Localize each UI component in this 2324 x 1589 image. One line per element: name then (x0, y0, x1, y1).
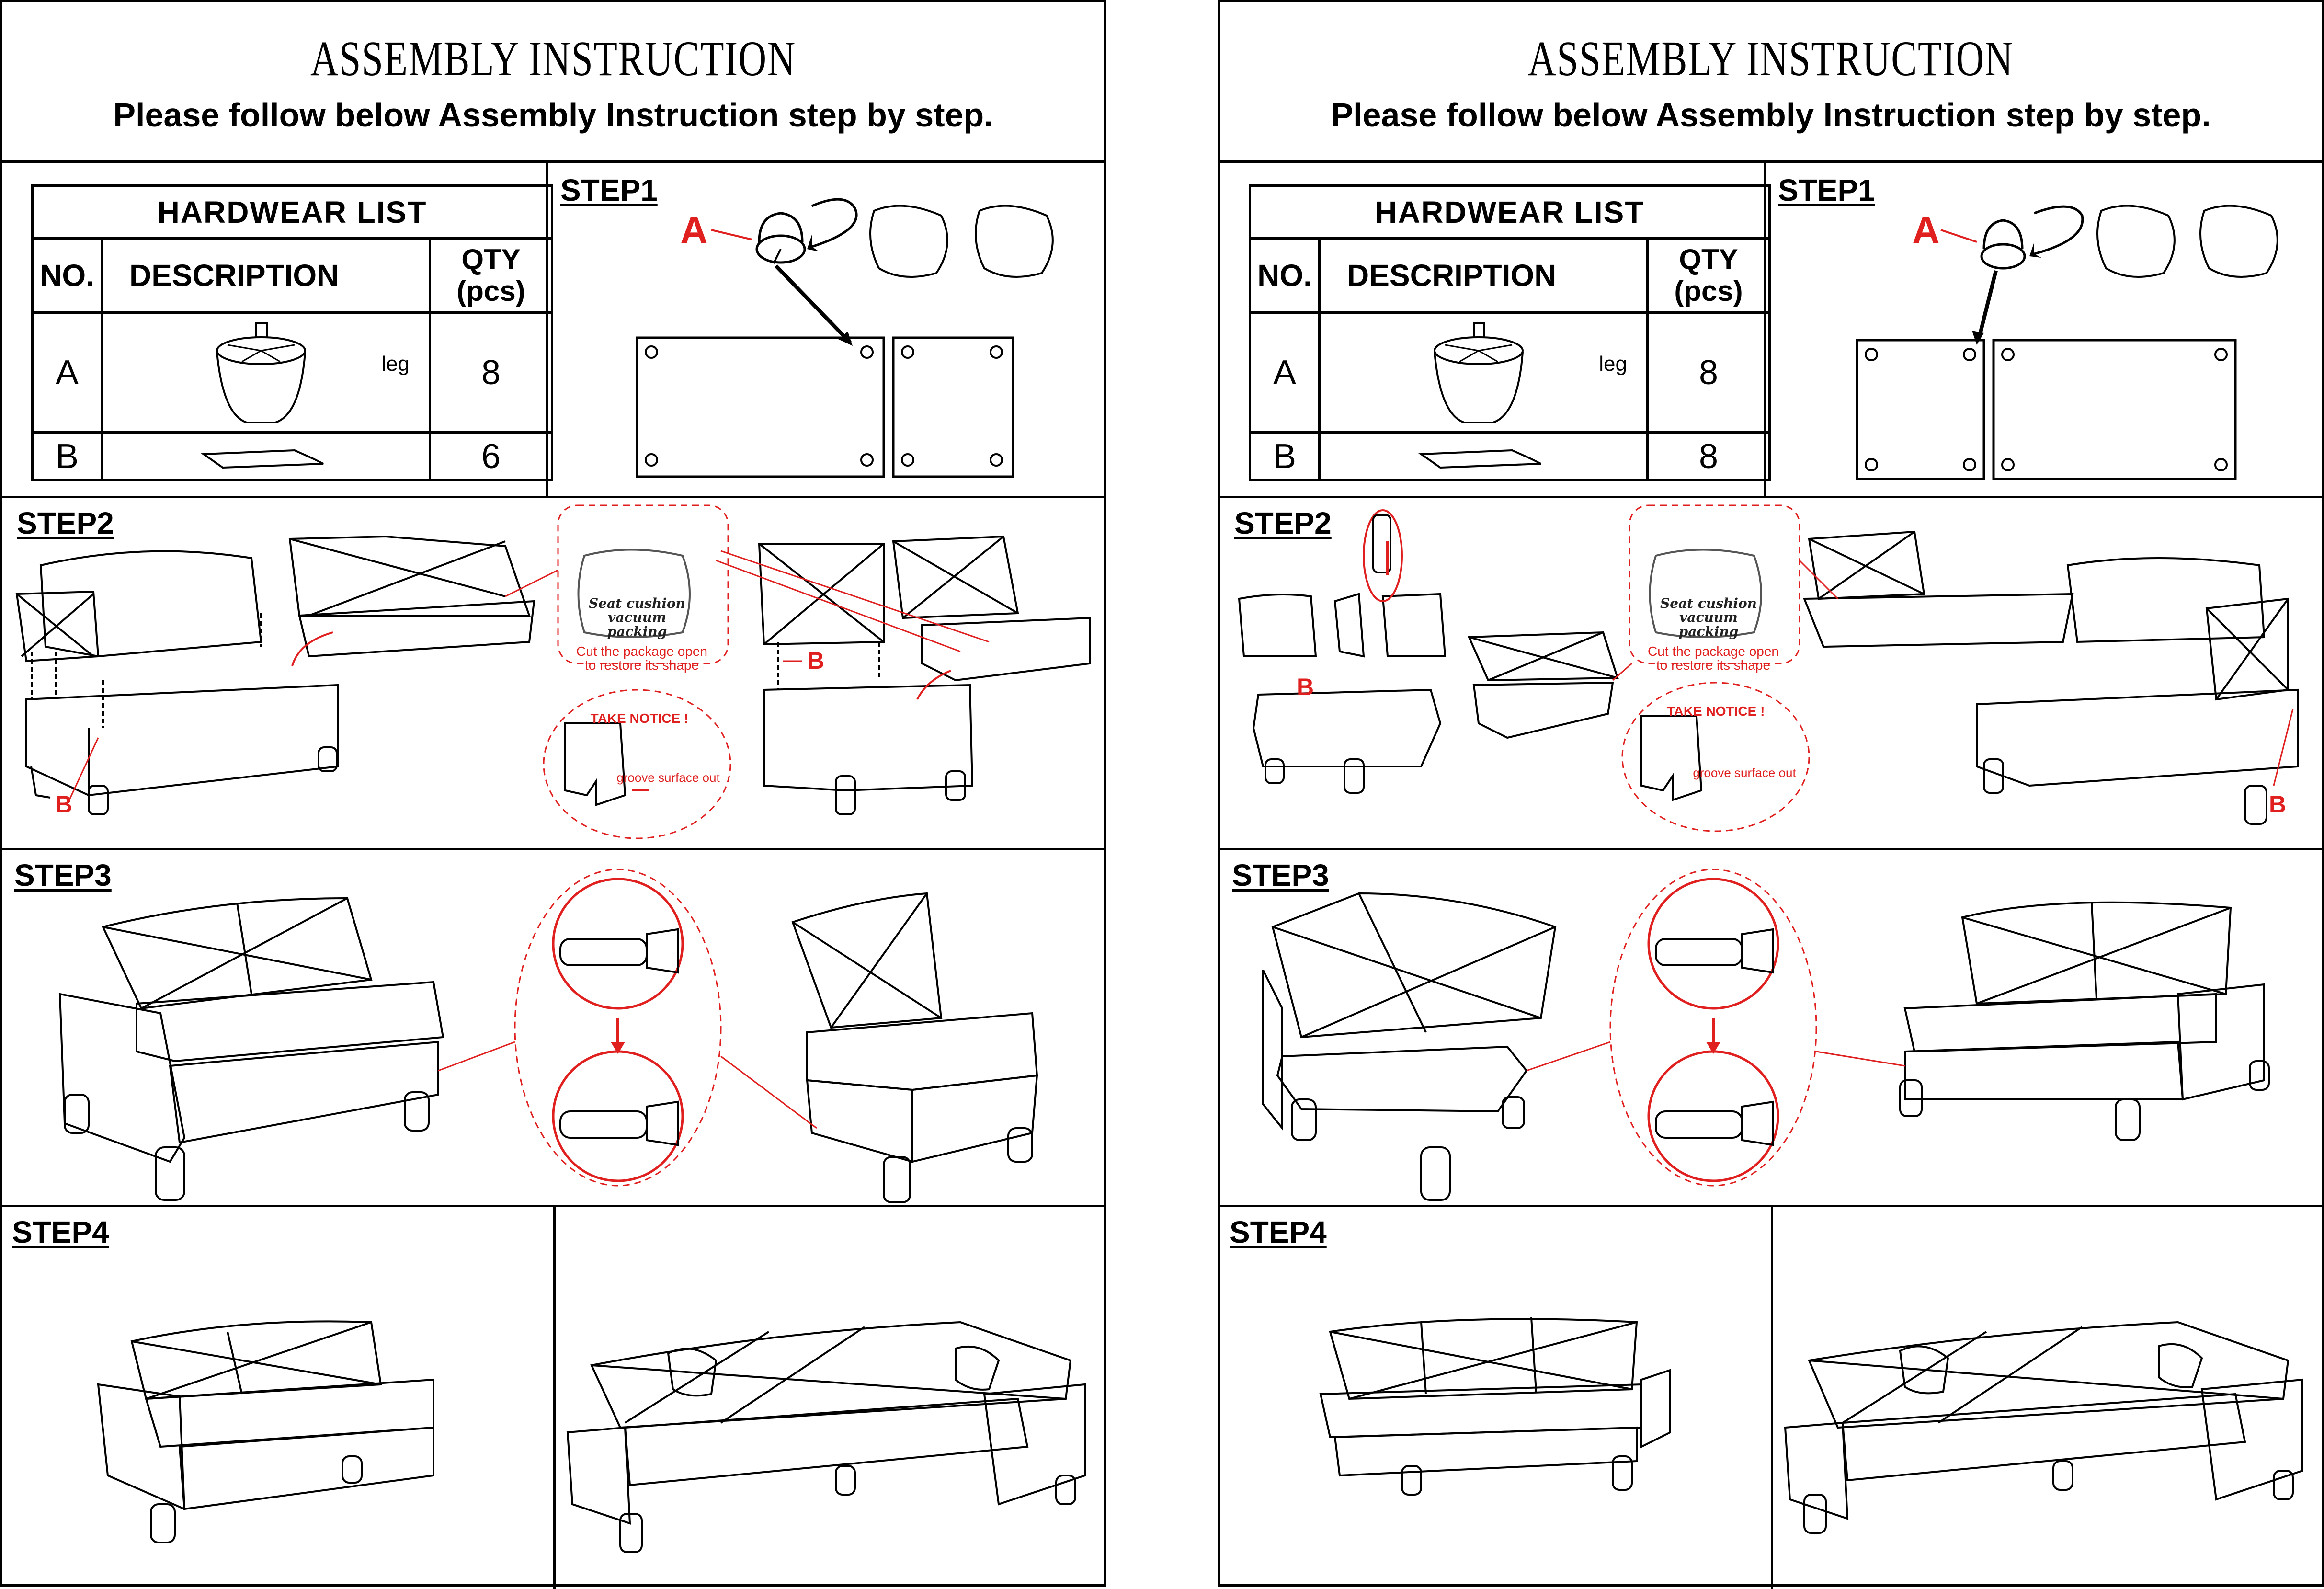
step1-section: HARDWEAR LIST NO. DESCRIPTION QTY (pcs) … (2, 163, 1104, 498)
step4-drawing (97, 1320, 1086, 1553)
step2-label: STEP2 (1234, 506, 1332, 540)
cut-note: Cut the package open to restore its shap… (576, 644, 707, 673)
hardware-caption: HARDWEAR LIST (31, 184, 553, 240)
leg-package-icon (2096, 205, 2176, 278)
step4-label: STEP4 (12, 1215, 109, 1249)
col-qty: QTY (pcs) (429, 237, 553, 314)
step3-label: STEP3 (14, 858, 112, 892)
row-a-desc: leg (101, 311, 431, 434)
callout-b-2: B (807, 647, 825, 674)
callout-b: B (1297, 674, 1314, 700)
callout-b-2: B (2269, 791, 2287, 818)
step3-section: STEP3 (1220, 850, 2322, 1207)
callout-a: A (680, 209, 708, 251)
step2-section: STEP2 (1220, 498, 2322, 850)
header: ASSEMBLY INSTRUCTION Please follow below… (1220, 2, 2322, 163)
step2-drawing (1238, 504, 2299, 832)
callout-a: A (1912, 209, 1940, 251)
row-b-desc (101, 431, 431, 481)
col-description: DESCRIPTION (1318, 237, 1649, 314)
row-a-qty: 8 (429, 311, 553, 434)
divider (546, 163, 548, 496)
step2-drawing (15, 504, 1091, 839)
hardware-table: HARDWEAR LIST NO. DESCRIPTION QTY (pcs) … (31, 184, 553, 481)
row-b-qty: 6 (429, 431, 553, 481)
row-b-no: B (31, 431, 103, 481)
page-title: ASSEMBLY INSTRUCTION (310, 31, 796, 86)
leg-label: leg (381, 352, 410, 376)
row-b-no: B (1249, 431, 1321, 481)
latch-icon (1655, 1110, 1743, 1139)
step1-drawing (1856, 205, 2278, 480)
page-subtitle: Please follow below Assembly Instruction… (1331, 96, 2211, 134)
step1-section: HARDWEAR LIST NO. DESCRIPTION QTY (pcs) … (1220, 163, 2322, 498)
cut-note: Cut the package open to restore its shap… (1648, 644, 1779, 673)
step1-drawing (636, 198, 1054, 478)
col-qty: QTY (pcs) (1646, 237, 1771, 314)
leg-label: leg (1599, 352, 1627, 376)
step1-label: STEP1 (1778, 173, 1875, 207)
take-notice: TAKE NOTICE ! (1666, 704, 1765, 719)
row-a-qty: 8 (1646, 311, 1771, 434)
step3-label: STEP3 (1232, 858, 1329, 892)
row-b-desc (1318, 431, 1649, 481)
step1-label: STEP1 (560, 173, 658, 207)
leg-package-icon (975, 205, 1054, 278)
step3-section: STEP3 (2, 850, 1104, 1207)
row-b-qty: 8 (1646, 431, 1771, 481)
callout-b: B (55, 791, 73, 818)
page-title: ASSEMBLY INSTRUCTION (1528, 31, 2014, 86)
latch-icon (1655, 938, 1743, 966)
divider (1771, 1207, 1773, 1589)
col-no: NO. (31, 237, 103, 314)
step4-section: STEP4 (1220, 1207, 2322, 1589)
header: ASSEMBLY INSTRUCTION Please follow below… (2, 2, 1104, 163)
groove-note: groove surface out (616, 770, 720, 785)
row-a-no: A (31, 311, 103, 434)
take-notice: TAKE NOTICE ! (590, 711, 689, 726)
step4-drawing (1319, 1317, 2303, 1534)
groove-note: groove surface out (1693, 766, 1796, 780)
step2-label: STEP2 (17, 506, 114, 540)
leg-icon (1434, 322, 1524, 423)
page-subtitle: Please follow below Assembly Instruction… (113, 96, 993, 134)
col-no: NO. (1249, 237, 1321, 314)
latch-icon (559, 938, 648, 966)
vacuum-note: Seat cushion vacuum packing (1660, 595, 1757, 640)
hardware-caption: HARDWEAR LIST (1249, 184, 1771, 240)
divider (1764, 163, 1766, 496)
row-a-desc: leg (1318, 311, 1649, 434)
divider (553, 1207, 556, 1589)
leg-package-icon (869, 205, 948, 278)
instruction-sheet-right: ASSEMBLY INSTRUCTION Please follow below… (1218, 0, 2324, 1589)
instruction-sheet-left: ASSEMBLY INSTRUCTION Please follow below… (0, 0, 1106, 1589)
bracket-icon (1418, 449, 1541, 469)
leg-package-icon (2199, 205, 2278, 278)
step3-drawing (58, 869, 1038, 1203)
row-a-no: A (1249, 311, 1321, 434)
latch-icon (559, 1110, 648, 1139)
step3-drawing (1262, 869, 2270, 1201)
vacuum-note: Seat cushion vacuum packing (588, 595, 686, 640)
col-description: DESCRIPTION (101, 237, 431, 314)
step4-section: STEP4 (2, 1207, 1104, 1589)
step2-section: STEP2 (2, 498, 1104, 850)
step4-label: STEP4 (1230, 1215, 1327, 1249)
bracket-icon (201, 449, 324, 469)
hardware-table: HARDWEAR LIST NO. DESCRIPTION QTY (pcs) … (1249, 184, 1771, 481)
leg-icon (216, 322, 306, 423)
